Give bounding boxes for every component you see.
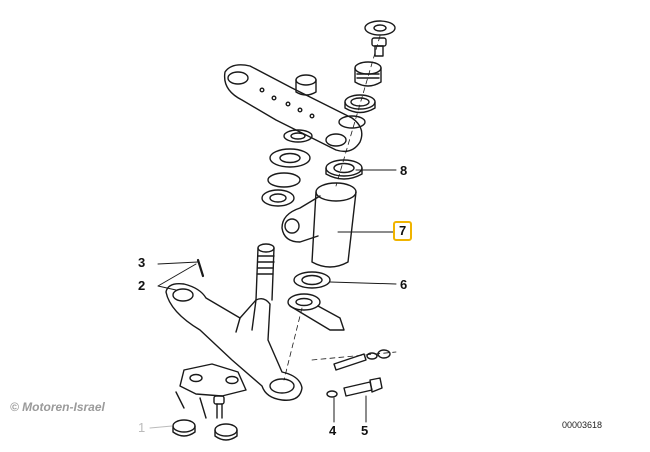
nut-bottom-left-part xyxy=(172,419,196,437)
washer-part xyxy=(338,115,366,129)
callout-2: 2 xyxy=(138,278,146,293)
left-bearing-stack-part xyxy=(261,129,313,207)
leader-lines xyxy=(149,169,397,429)
stud-bolt-part xyxy=(333,349,391,371)
callout-8: 8 xyxy=(400,163,408,178)
callout-4: 4 xyxy=(329,423,337,438)
washer-part-4 xyxy=(326,390,338,398)
diagram-number: 00003618 xyxy=(562,420,603,430)
pin-part xyxy=(196,258,205,278)
assembly-axes xyxy=(283,35,397,381)
lower-bracket-part xyxy=(175,363,247,419)
callout-6: 6 xyxy=(400,277,408,292)
callout-7-highlighted[interactable]: 7 xyxy=(393,221,413,241)
clamp-part xyxy=(287,293,345,331)
upper-bearing-ring-part xyxy=(344,94,376,114)
bolt-left-part xyxy=(213,395,225,419)
callout-5: 5 xyxy=(361,423,369,438)
steering-head-tube-part xyxy=(281,182,357,268)
lower-fork-bridge-part xyxy=(165,282,303,401)
callout-3: 3 xyxy=(138,255,146,270)
callout-1: 1 xyxy=(138,420,146,435)
top-nut-part xyxy=(354,61,382,87)
watermark-text: © Motoren-Israel xyxy=(10,400,105,414)
nut-bottom-center-part xyxy=(214,423,238,441)
steering-stem-part xyxy=(255,243,275,301)
top-washer-part xyxy=(364,20,396,36)
lower-bearing-ring-part xyxy=(293,271,331,289)
upper-fork-bridge-part xyxy=(223,64,363,153)
cap-nut-part xyxy=(295,74,317,96)
hex-bolt-part-5 xyxy=(343,377,383,397)
